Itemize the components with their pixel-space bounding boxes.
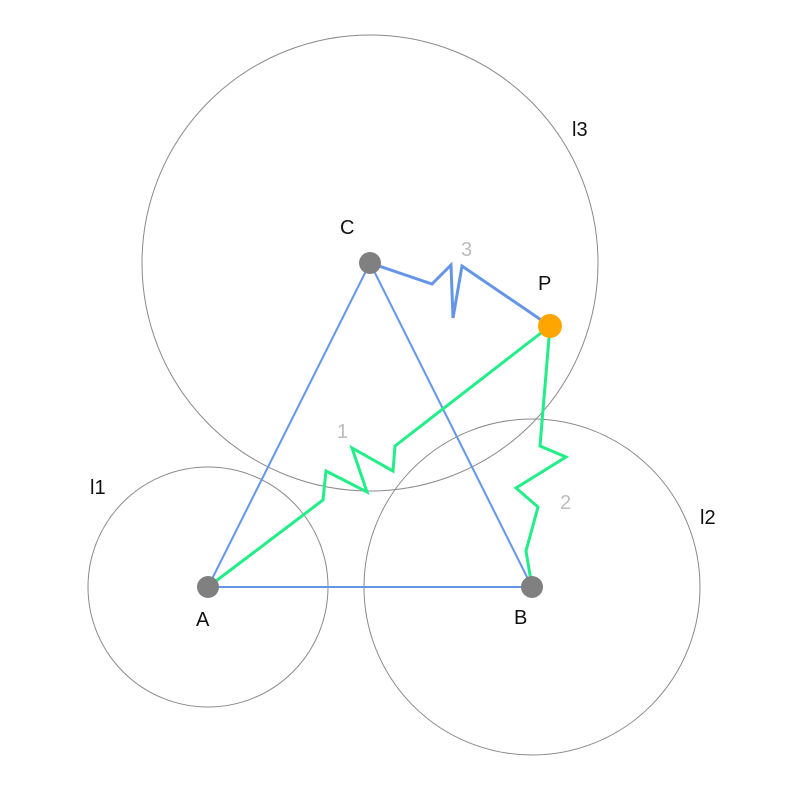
label-spring-3: 3 [461,239,472,261]
point-a[interactable] [197,576,219,598]
label-l3: l3 [572,119,588,141]
point-c[interactable] [359,252,381,274]
edge-ac [207,262,371,588]
spring-3 [369,261,551,328]
edge-bc [369,262,533,588]
label-c: C [340,217,354,239]
point-b[interactable] [521,576,543,598]
label-l1: l1 [90,477,106,499]
spring-1 [207,324,551,589]
label-p: P [538,273,551,295]
label-b: B [514,607,527,629]
point-p[interactable] [538,314,562,338]
label-a: A [196,609,210,631]
label-l2: l2 [700,507,716,529]
label-spring-2: 2 [560,492,571,514]
label-spring-1: 1 [337,421,348,443]
circle-l3 [141,34,599,492]
spring-2 [513,325,570,588]
